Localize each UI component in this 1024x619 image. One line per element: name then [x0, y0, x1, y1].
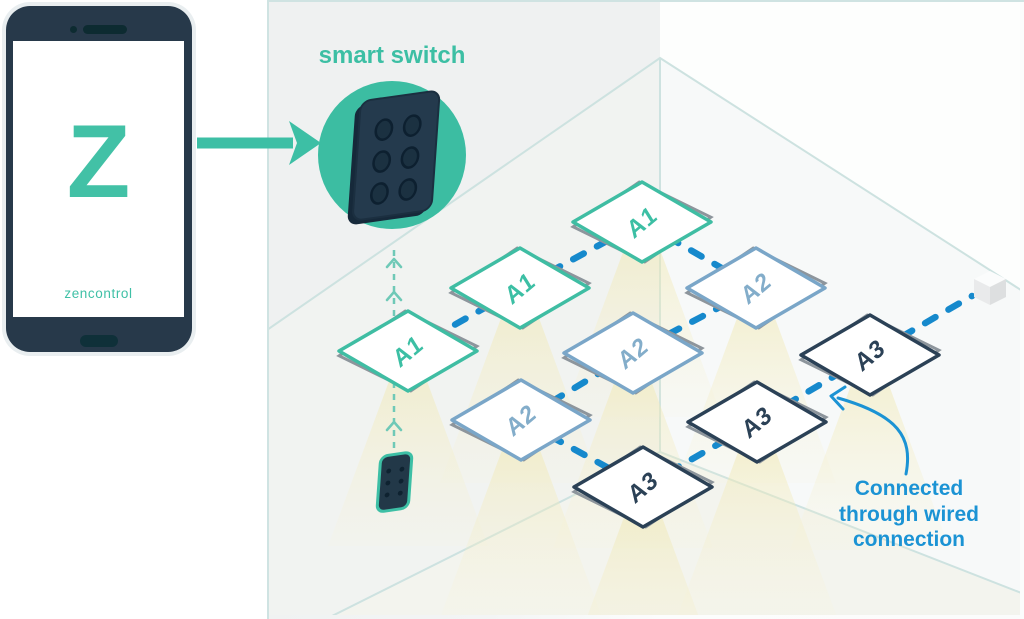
room-upper-right-bg — [660, 2, 1020, 290]
phone-home-button — [80, 335, 118, 347]
smart-switch-label: smart switch — [318, 42, 466, 69]
zencontrol-logo: Z — [66, 104, 131, 220]
light-panel-a2-3: A2 — [684, 246, 828, 330]
phone-to-switch-arrow — [197, 121, 321, 165]
wall-switch-body — [375, 451, 414, 513]
phone-speaker-icon — [83, 25, 127, 34]
panel-face — [562, 311, 704, 395]
panel-face — [799, 313, 941, 397]
light-panel-a3-1: A3 — [571, 445, 715, 529]
panel-face — [572, 445, 714, 529]
note-line-2: through wired — [839, 502, 979, 526]
note-line-3: connection — [852, 528, 965, 552]
light-cone — [790, 369, 950, 550]
callout-up-arrows — [385, 257, 403, 432]
switch-body — [352, 90, 441, 221]
wall-switch-icon — [375, 451, 414, 513]
wall-switch-buttons — [384, 466, 405, 498]
note-line-1: Connected — [854, 477, 964, 500]
wall-cube — [974, 271, 1006, 305]
light-cone — [441, 434, 601, 615]
panel-face — [686, 380, 828, 464]
switch-buttons — [370, 114, 422, 205]
arrow-head — [289, 121, 321, 165]
light-panel-a2-1: A2 — [449, 378, 593, 462]
phone-camera-dot-icon — [70, 26, 77, 33]
annotation-arrowhead — [829, 385, 847, 411]
panel-face — [337, 309, 479, 393]
panel-face — [450, 378, 592, 462]
panel-face — [449, 246, 591, 330]
annotation-arrow — [836, 396, 910, 476]
zencontrol-wordmark: zencontrol — [64, 286, 133, 301]
light-panel-a3-2: A3 — [685, 380, 829, 464]
light-panel-a1-3: A1 — [570, 180, 714, 264]
wired-connection-note: Connected through wired connection — [818, 476, 1000, 553]
phone-screen: Z zencontrol — [13, 41, 184, 317]
wired-connection-path — [404, 218, 976, 491]
light-cone — [587, 501, 699, 615]
panel-face — [571, 180, 713, 264]
smart-switch-callout — [318, 81, 466, 229]
light-panel-a2-2: A2 — [561, 311, 705, 395]
light-panel-a1-1: A1 — [336, 309, 480, 393]
phone: Z zencontrol — [6, 6, 192, 352]
cube-left-face — [974, 279, 990, 305]
panel-face — [685, 246, 827, 330]
cube-right-face — [990, 279, 1006, 305]
light-panel-a1-2: A1 — [448, 246, 592, 330]
light-cone — [677, 436, 837, 615]
smart-switch-icon — [347, 90, 441, 225]
light-panel-a3-3: A3 — [798, 313, 942, 397]
